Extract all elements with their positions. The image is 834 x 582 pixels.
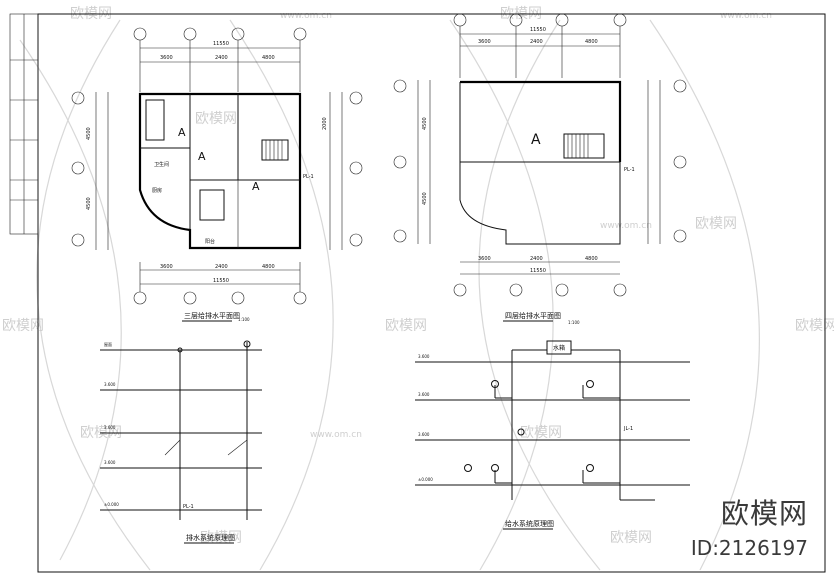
- svg-text:PL-1: PL-1: [624, 167, 635, 173]
- plan-fourth-floor: 11550 3600 2400 4800 3600 2400 4800 1155…: [393, 13, 687, 325]
- sheet-border: [37, 13, 826, 573]
- svg-text:JL-1: JL-1: [623, 426, 633, 432]
- svg-text:3600: 3600: [478, 39, 491, 45]
- roof-wall: [460, 80, 622, 162]
- svg-text:2400: 2400: [530, 39, 543, 45]
- bathroom-fixtures: [145, 99, 165, 141]
- plan-3f-title: 三层给排水平面图: [184, 311, 240, 320]
- svg-text:3.600: 3.600: [104, 425, 116, 430]
- brand-logo-text: 欧模网: [720, 497, 808, 530]
- svg-text:4500: 4500: [422, 192, 428, 205]
- svg-text:11550: 11550: [213, 278, 229, 284]
- svg-text:PL-1: PL-1: [183, 504, 194, 510]
- svg-text:4800: 4800: [585, 39, 598, 45]
- plan-third-floor: 11550 3600 2400 4800 3600 2400 4800 1155…: [71, 27, 363, 322]
- svg-text:3.600: 3.600: [418, 392, 430, 397]
- plan-4f-scale: 1:100: [568, 320, 580, 325]
- plan-4f-title: 四层给排水平面图: [505, 311, 561, 320]
- watermark-text: 欧模网: [695, 216, 737, 232]
- svg-text:2000: 2000: [322, 117, 328, 130]
- svg-text:3.600: 3.600: [104, 460, 116, 465]
- svg-text:4800: 4800: [585, 256, 598, 262]
- dim-c: 4800: [262, 55, 275, 61]
- room-balcony: 阳台: [205, 238, 215, 245]
- dim-b: 2400: [215, 55, 228, 61]
- svg-text:±0.000: ±0.000: [104, 502, 119, 507]
- svg-text:3.600: 3.600: [104, 382, 116, 387]
- svg-text:3.600: 3.600: [418, 354, 430, 359]
- svg-text:±0.000: ±0.000: [418, 477, 433, 482]
- watermark-pattern: [19, 19, 760, 571]
- svg-text:A: A: [531, 132, 541, 148]
- kitchen-counter: [199, 189, 225, 221]
- svg-text:4500: 4500: [422, 117, 428, 130]
- svg-text:3600: 3600: [478, 256, 491, 262]
- watermark-text: 欧模网: [385, 318, 427, 334]
- supply-riser-diagram: 水箱 3.600 3.600 3.600 ±0.000 JL-1 给水系统原理图: [415, 340, 690, 530]
- watermark-url: www.om.cn: [280, 11, 332, 21]
- supply-riser-title: 给水系统原理图: [505, 519, 554, 528]
- drain-riser-diagram: 屋面 3.600 3.600 3.600 ±0.000 PL-1 排水系统原理图: [100, 340, 262, 544]
- water-tank: [546, 340, 572, 355]
- dim-a: 3600: [160, 55, 173, 61]
- tank-label: 水箱: [553, 344, 565, 352]
- svg-text:4500: 4500: [86, 127, 92, 140]
- svg-text:PL-1: PL-1: [303, 174, 314, 180]
- svg-text:11550: 11550: [530, 268, 546, 274]
- watermark-url: www.om.cn: [600, 221, 652, 231]
- watermark-text: 欧模网: [200, 530, 242, 546]
- wall-outline: [138, 92, 302, 250]
- svg-text:2400: 2400: [530, 256, 543, 262]
- svg-text:3.600: 3.600: [418, 432, 430, 437]
- room-kitchen: 厨房: [152, 187, 162, 194]
- svg-text:屋面: 屋面: [104, 341, 112, 347]
- watermark-text: 欧模网: [795, 318, 834, 334]
- watermark-url: www.om.cn: [720, 11, 772, 21]
- watermark-text: 欧模网: [2, 318, 44, 334]
- watermark-text: 欧模网: [520, 425, 562, 441]
- plan-3f-scale: 1:100: [238, 317, 250, 322]
- svg-text:4500: 4500: [86, 197, 92, 210]
- svg-text:11550: 11550: [530, 27, 546, 33]
- svg-text:A: A: [198, 150, 206, 163]
- watermark-text: 欧模网: [610, 530, 652, 546]
- watermark-url: www.om.cn: [310, 430, 362, 440]
- zone-label: A: [178, 126, 186, 139]
- watermark-text: 欧模网: [195, 111, 237, 127]
- stair: [261, 139, 289, 161]
- brand-id: ID:2126197: [690, 536, 808, 560]
- room-bath: 卫生间: [154, 161, 169, 168]
- svg-text:3600: 3600: [160, 264, 173, 270]
- svg-text:2400: 2400: [215, 264, 228, 270]
- dim-overall: 11550: [213, 41, 229, 47]
- drain-riser-title: 排水系统原理图: [186, 533, 235, 542]
- svg-text:4800: 4800: [262, 264, 275, 270]
- svg-text:A: A: [252, 180, 260, 193]
